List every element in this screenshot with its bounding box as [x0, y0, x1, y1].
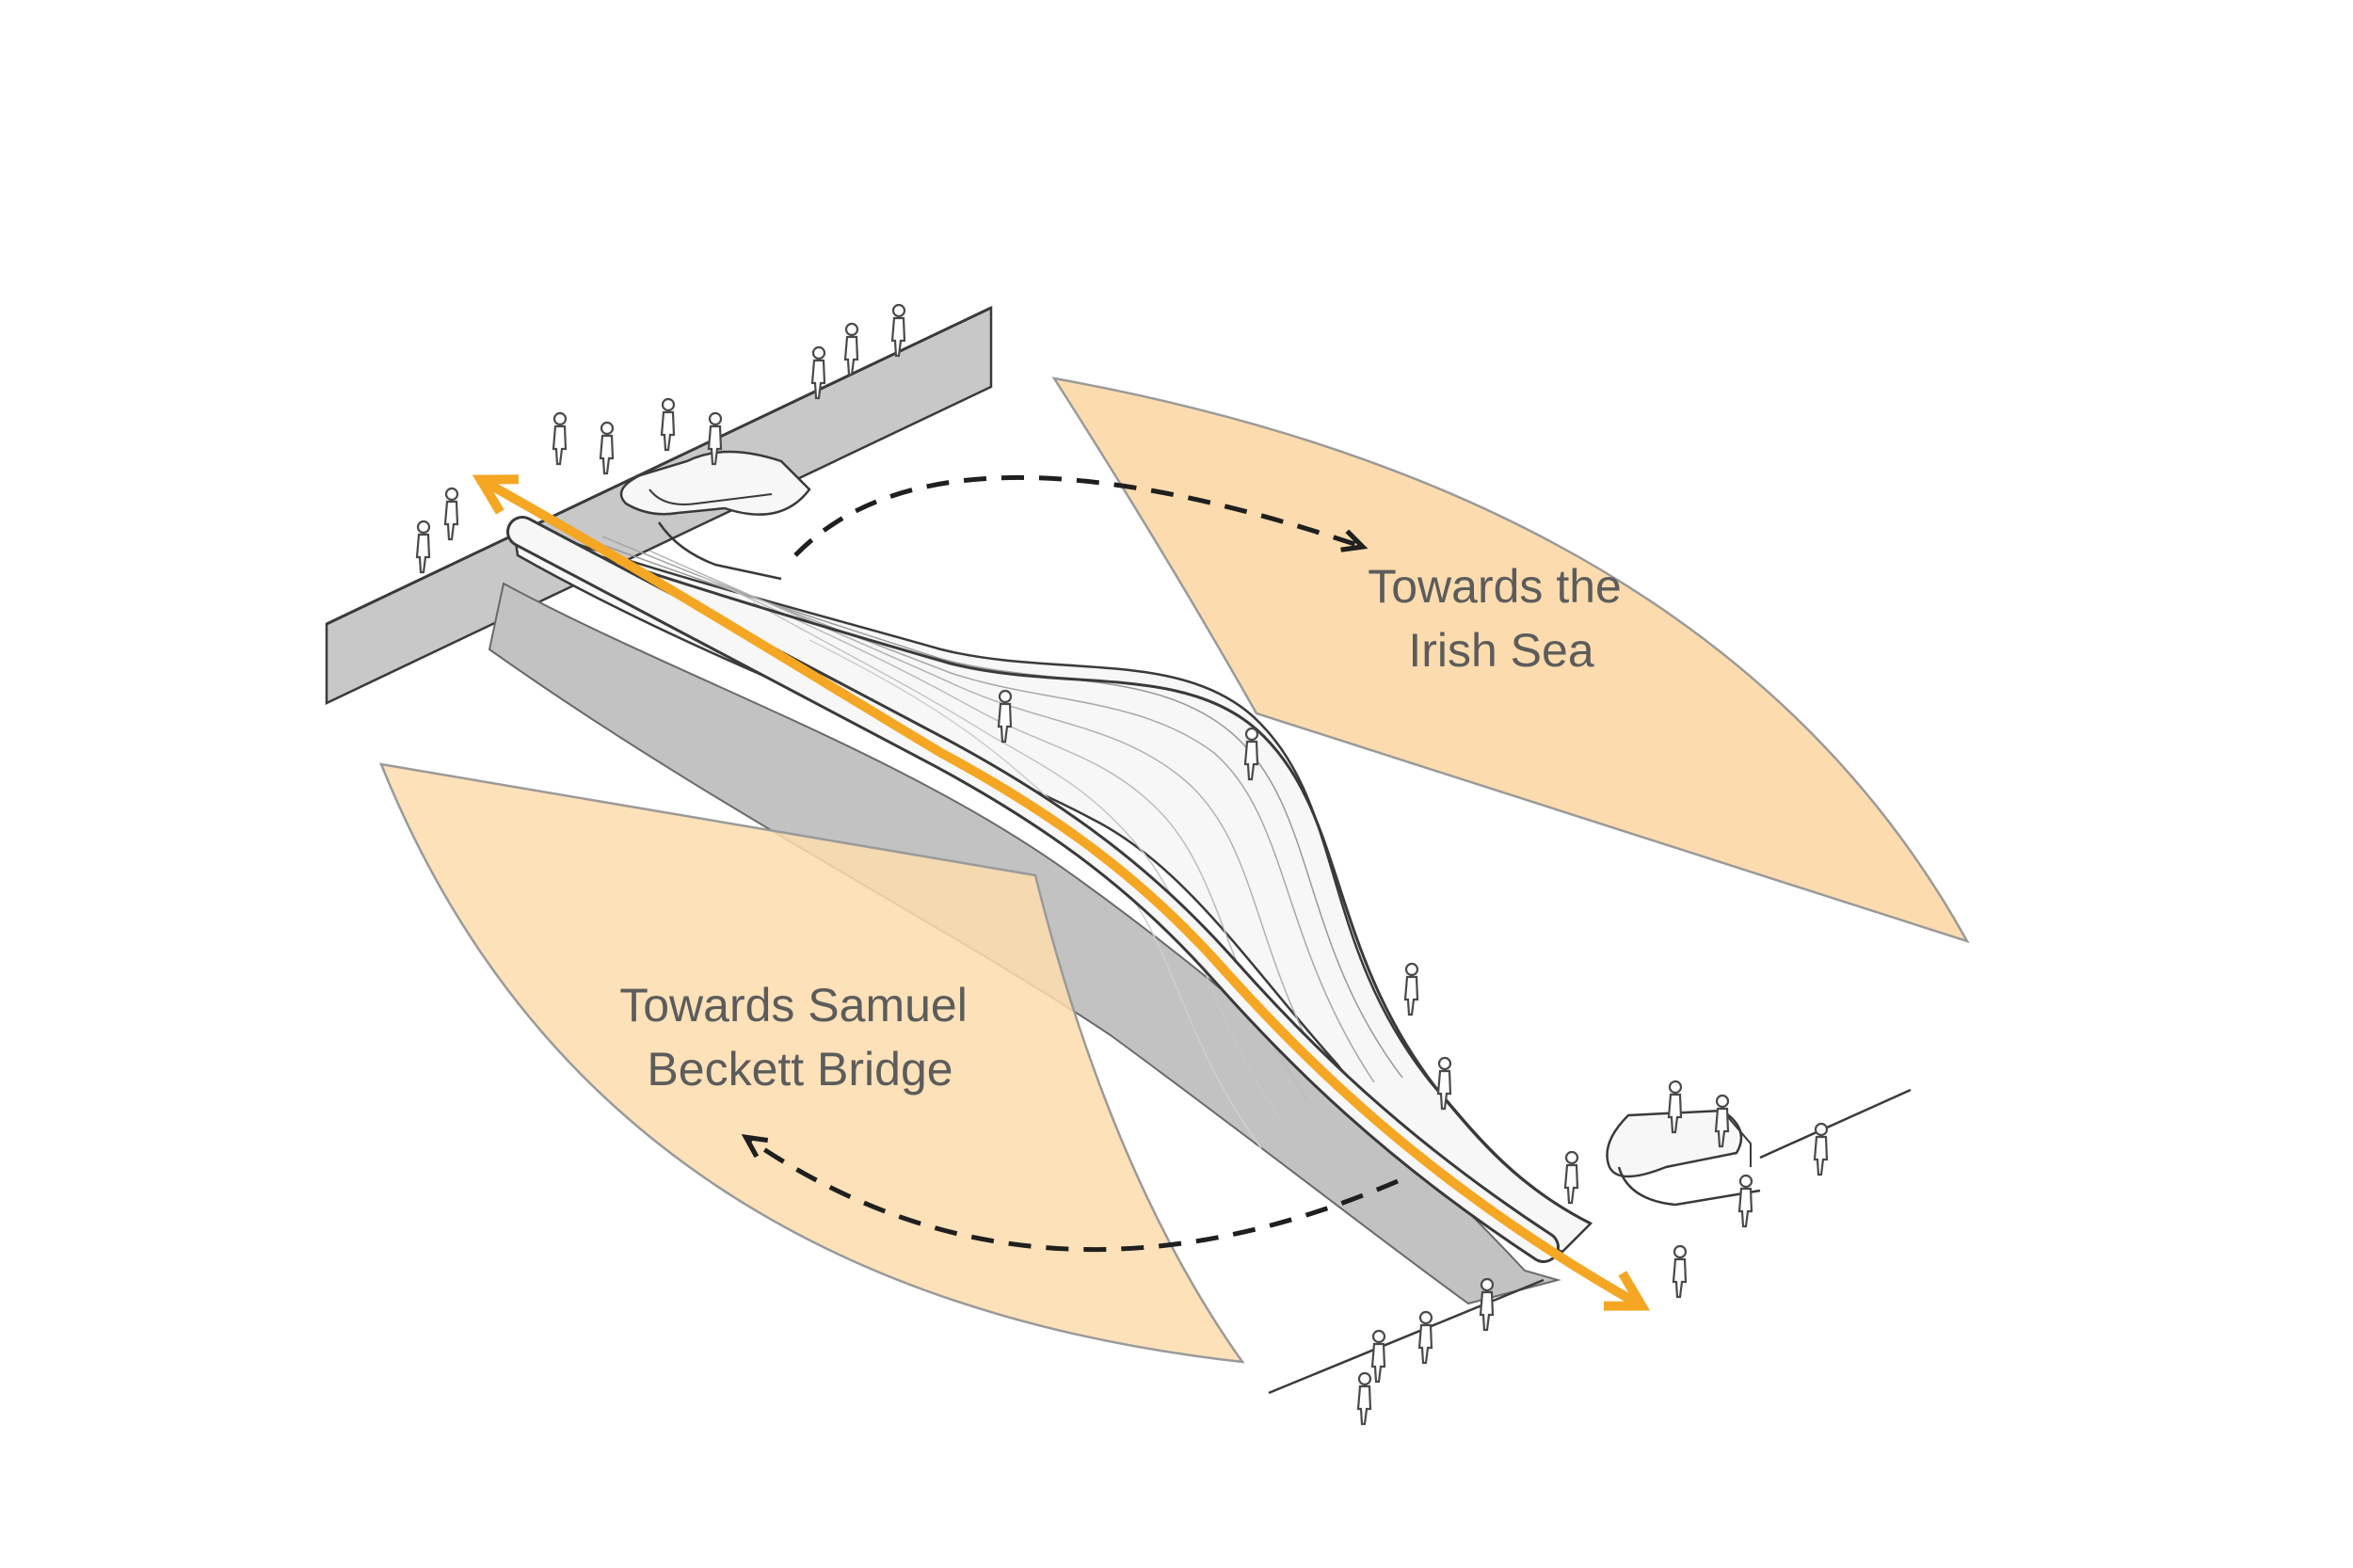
- landing-platform-north: [619, 450, 811, 581]
- landing-platform-south: [1606, 1109, 1761, 1207]
- label-irish-sea: Towards the Irish Sea: [1368, 560, 1635, 677]
- view-arc-south: [741, 1133, 1399, 1253]
- label-samuel-beckett-bridge: Towards Samuel Beckett Bridge: [619, 979, 981, 1096]
- circulation-arrow: [472, 474, 1651, 1311]
- view-arc-north: [793, 475, 1369, 557]
- people: [415, 303, 1829, 1426]
